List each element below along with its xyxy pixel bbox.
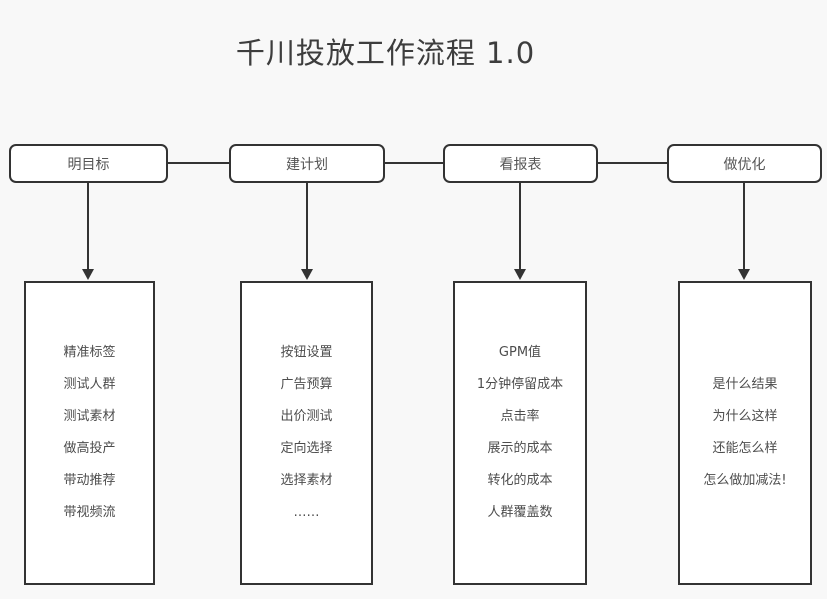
- step-node-optimize: 做优化: [667, 144, 822, 183]
- step-node-goals: 明目标: [9, 144, 168, 183]
- step-node-label: 建计划: [286, 156, 328, 173]
- detail-item: 广告预算: [280, 377, 333, 392]
- step-node-label: 看报表: [499, 156, 542, 173]
- connector-line: [168, 162, 229, 164]
- step-node-report: 看报表: [443, 144, 598, 183]
- detail-item: 带视频流: [63, 505, 116, 520]
- arrow-line: [87, 183, 89, 270]
- arrowhead-icon: [738, 269, 750, 280]
- detail-item: 带动推荐: [63, 473, 116, 488]
- detail-node-report: GPM值 1分钟停留成本点击率展示的成本转化的成本人群覆盖数: [453, 281, 587, 585]
- detail-item: 选择素材: [280, 473, 333, 488]
- detail-item: 定向选择: [280, 441, 333, 456]
- detail-item: 点击率: [500, 409, 540, 424]
- detail-item: 怎么做加减法!: [703, 473, 787, 488]
- detail-node-plan: 按钮设置广告预算出价测试定向选择选择素材 ……: [240, 281, 373, 585]
- detail-item: 精准标签: [63, 345, 116, 360]
- detail-item: 人群覆盖数: [487, 505, 553, 520]
- arrowhead-icon: [301, 269, 313, 280]
- step-node-plan: 建计划: [229, 144, 385, 183]
- arrow-line: [306, 183, 308, 270]
- detail-node-goals: 精准标签测试人群测试素材做高投产带动推荐带视频流: [24, 281, 155, 585]
- detail-item: ……: [293, 505, 320, 520]
- diagram-title: 千川投放工作流程 1.0: [235, 36, 536, 70]
- detail-item: 1分钟停留成本: [476, 377, 564, 392]
- step-node-label: 做优化: [723, 156, 766, 173]
- detail-item: 测试素材: [63, 409, 116, 424]
- detail-item: 转化的成本: [487, 473, 553, 488]
- arrowhead-icon: [514, 269, 526, 280]
- detail-item: 展示的成本: [487, 441, 553, 456]
- detail-node-optimize: 是什么结果为什么这样还能怎么样怎么做加减法!: [678, 281, 812, 585]
- detail-item: 出价测试: [280, 409, 333, 424]
- arrow-line: [743, 183, 745, 270]
- detail-item: 为什么这样: [712, 409, 778, 424]
- detail-item: 是什么结果: [712, 377, 778, 392]
- detail-item: 按钮设置: [280, 345, 333, 360]
- detail-item: 还能怎么样: [712, 441, 778, 456]
- detail-item: GPM值: [498, 345, 542, 360]
- detail-item: 测试人群: [63, 377, 116, 392]
- connector-line: [385, 162, 443, 164]
- arrow-line: [519, 183, 521, 270]
- detail-item: 做高投产: [63, 441, 116, 456]
- step-node-label: 明目标: [67, 156, 110, 173]
- arrowhead-icon: [82, 269, 94, 280]
- connector-line: [598, 162, 667, 164]
